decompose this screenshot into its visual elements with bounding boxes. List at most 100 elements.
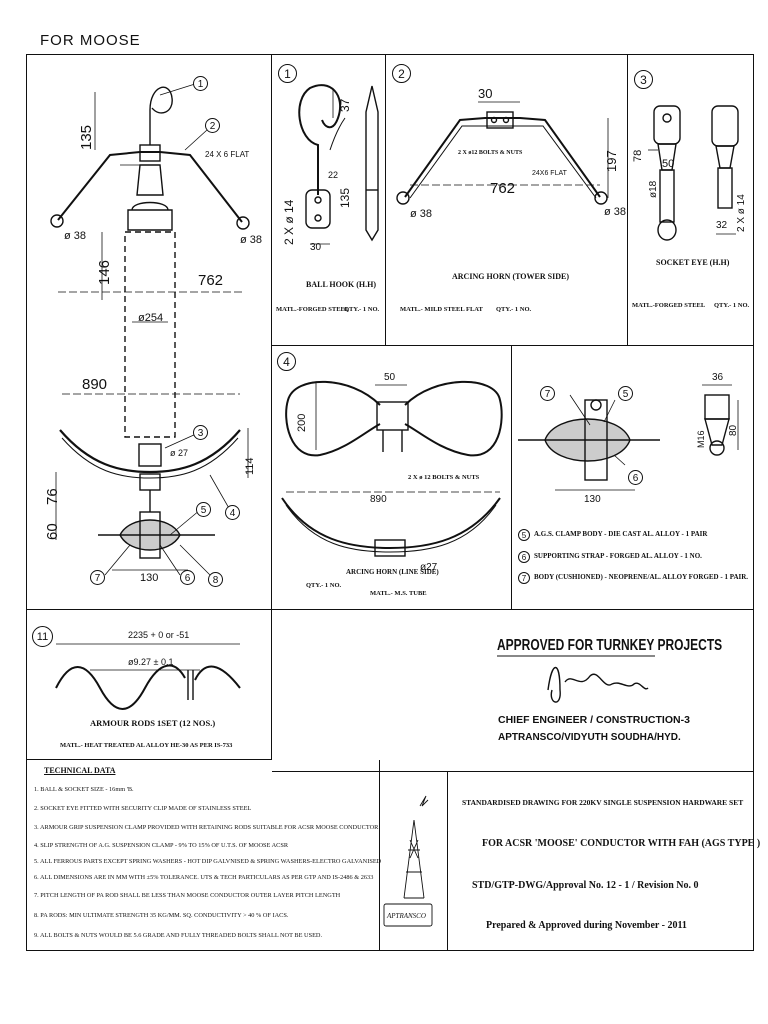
ball-hook-panel [272,54,386,346]
tech-item-8: 8. PA RODS: MIN ULTIMATE STRENGTH 35 KG/… [34,912,289,919]
callout-1: 1 [193,76,208,91]
socket-eye-matl: MATL.-FORGED STEEL [632,302,706,309]
armour-dim-927: ø9.27 ± 0.1 [128,657,174,667]
line-dim-27: ø27 [420,562,438,573]
armour-dim-2235: 2235 + 0 or -51 [128,630,190,640]
tech-item-3: 3. ARMOUR GRIP SUSPENSION CLAMP PROVIDED… [34,824,379,831]
ball-hook-qty: QTY.- 1 NO. [344,306,380,313]
dim-76: 76 [44,488,61,505]
dim-130: 130 [140,572,159,584]
dim-60: 60 [44,523,61,540]
armour-rods-title: ARMOUR RODS 1SET (12 NOS.) [90,718,216,728]
arcing-horn-line-panel [272,346,512,610]
tower-flat: 24X6 FLAT [532,170,567,177]
approval-panel [272,610,754,772]
tech-item-9: 9. ALL BOLTS & NUTS WOULD BE 5.6 GRADE A… [34,932,323,939]
ags-item-6: SUPPORTING STRAP - FORGED AL. ALLOY - 1 … [534,552,702,560]
tech-item-1: 1. BALL & SOCKET SIZE - 16mm 'B. [34,786,134,793]
technical-data-panel [26,760,380,951]
socket-eye-title: SOCKET EYE (H.H) [656,258,730,267]
ball-hook-title: BALL HOOK (H.H) [306,280,377,289]
socket-eye-panel [628,54,754,346]
tech-item-2: 2. SOCKET EYE FITTED WITH SECURITY CLIP … [34,805,252,812]
ags-item-7-num: 7 [518,572,530,584]
ball-hook-dim-22: 22 [328,170,339,180]
ags-dim-80: 80 [728,424,739,436]
ball-hook-dim-135: 135 [338,187,352,208]
line-dim-200: 200 [296,413,308,432]
ball-hook-dim-14: 2 X ø 14 [282,199,296,245]
line-title: ARCING HORN (LINE SIDE) [346,568,439,576]
drawing-header: FOR MOOSE [40,32,141,49]
tower-matl: MATL.- MILD STEEL FLAT [400,306,483,313]
ags-clamp-panel [512,346,754,610]
socket-dim-32: 32 [716,220,728,231]
dim-890: 890 [82,376,108,393]
line-bolts: 2 X ø 12 BOLTS & NUTS [408,474,480,481]
tech-item-4: 4. SLIP STRENGTH OF A.G. SUSPENSION CLAM… [34,842,289,849]
socket-dim-78: 78 [632,149,644,162]
ags-item-7: BODY (CUSHIONED) - NEOPRENE/AL. ALLOY FO… [534,573,749,581]
title-line2: FOR ACSR 'MOOSE' CONDUCTOR WITH FAH (AGS… [482,838,761,849]
tower-dim-197: 197 [604,150,619,172]
aptransco-logo: APTRANSCO [387,912,426,920]
ags-callout-5: 5 [618,386,633,401]
callout-6: 6 [180,570,195,585]
armour-rods-matl: MATL.- HEAT TREATED AL ALLOY HE-30 AS PE… [60,742,233,749]
socket-eye-qty: QTY.- 1 NO. [714,302,750,309]
socket-dim-50: 50 [662,158,675,170]
approval-line2: CHIEF ENGINEER / CONSTRUCTION-3 [498,714,690,726]
arcing-horn-tower-number: 2 [392,64,411,83]
title-block [448,772,754,951]
callout-3: 3 [193,425,208,440]
line-matl: MATL.- M.S. TUBE [370,590,427,597]
ball-hook-dim-37: 37 [338,98,352,112]
dim-114: 114 [244,457,256,475]
technical-heading: TECHNICAL DATA [44,766,116,775]
flat-label: 24 X 6 FLAT [205,150,250,159]
tower-qty: QTY.- 1 NO. [496,306,532,313]
tech-item-5: 5. ALL FERROUS PARTS EXCEPT SPRING WASHE… [34,858,382,865]
ags-dim-36: 36 [712,372,724,383]
dim-27: ø 27 [170,448,189,458]
assembly-panel [26,54,272,610]
tech-item-7: 7. PITCH LENGTH OF PA ROD SHALL BE LESS … [34,892,341,899]
dim-146: 146 [96,259,113,285]
ags-callout-6: 6 [628,470,643,485]
socket-eye-number: 3 [634,70,653,89]
ball-hook-matl: MATL.-FORGED STEEL [276,306,350,313]
socket-dim-18: ø18 [648,180,659,198]
armour-rods-number: 11 [32,626,53,647]
ags-dim-130: 130 [584,494,601,505]
logo-panel [380,772,448,951]
tower-dim-38-left: ø 38 [410,208,433,220]
line-qty: QTY.- 1 NO. [306,582,342,589]
dim-254: ø254 [138,312,164,324]
callout-4: 4 [225,505,240,520]
line-dim-50: 50 [384,372,396,383]
title-line4: Prepared & Approved during November - 20… [486,920,687,931]
line-dim-890: 890 [370,494,387,505]
tower-bolts: 2 X ø12 BOLTS & NUTS [458,150,523,156]
socket-dim-14: 2 X ø 14 [736,194,747,232]
tower-title: ARCING HORN (TOWER SIDE) [452,272,569,281]
callout-5: 5 [196,502,211,517]
ags-item-5-num: 5 [518,529,530,541]
dim-38-right: ø 38 [240,234,263,246]
ags-item-5: A.G.S. CLAMP BODY - DIE CAST AL. ALLOY -… [534,530,708,538]
dim-38-left: ø 38 [64,230,87,242]
title-line1: STANDARDISED DRAWING FOR 220KV SINGLE SU… [462,798,744,807]
ags-callout-7: 7 [540,386,555,401]
ball-hook-dim-30: 30 [310,242,322,253]
approval-line1: APPROVED FOR TURNKEY PROJECTS [497,635,723,655]
approval-line3: APTRANSCO/VIDYUTH SOUDHA/HYD. [498,732,681,743]
dim-135: 135 [78,124,95,150]
tower-dim-38-right: ø 38 [604,206,627,218]
title-line3: STD/GTP-DWG/Approval No. 12 - 1 / Revisi… [472,880,699,891]
dim-762: 762 [198,272,224,289]
ags-item-6-num: 6 [518,551,530,563]
arcing-horn-line-number: 4 [277,352,296,371]
ags-m16: M16 [696,430,706,448]
tower-dim-762: 762 [490,180,516,197]
